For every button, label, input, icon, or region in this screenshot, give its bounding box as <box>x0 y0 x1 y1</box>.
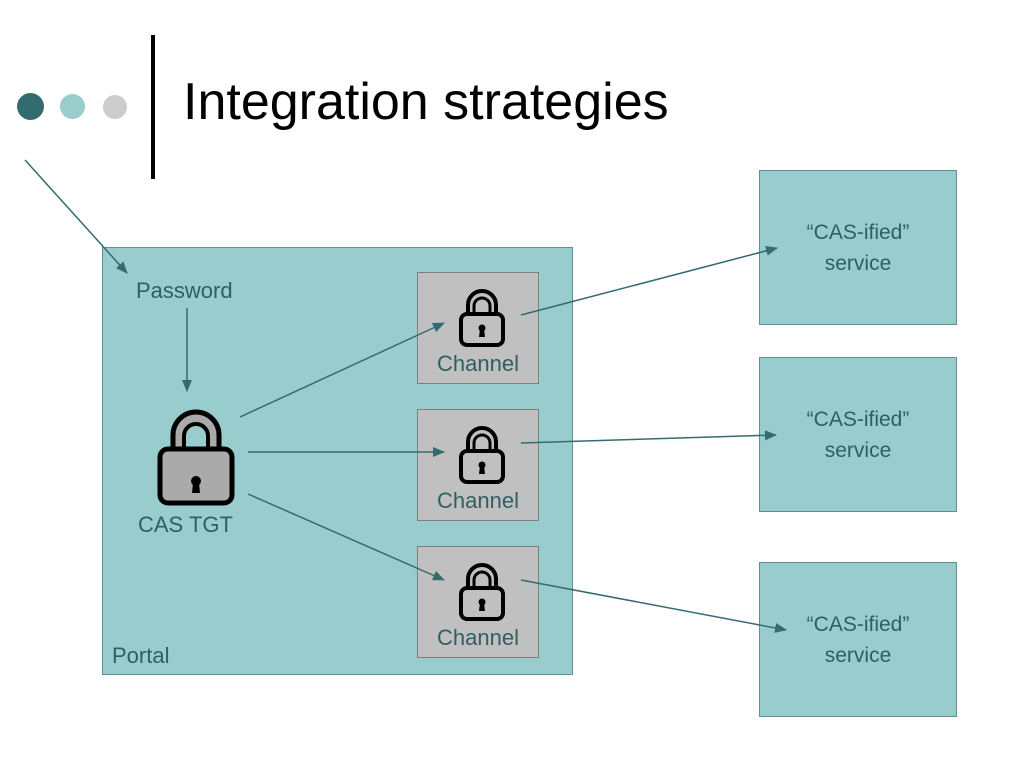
service-label-line1: “CAS-ified” <box>806 407 910 431</box>
channel-label: Channel <box>437 488 519 513</box>
slide-title: Integration strategies <box>183 73 669 131</box>
padlock-icon <box>459 563 505 621</box>
title-divider <box>151 35 155 179</box>
channel-label: Channel <box>437 625 519 650</box>
padlock-icon <box>459 289 505 347</box>
arrow-into-portal <box>24 159 128 274</box>
service-box-2: “CAS-ified” service <box>759 357 957 512</box>
padlock-icon <box>459 426 505 484</box>
padlock-icon <box>157 409 235 506</box>
arrow-channel-1-to-service-1 <box>520 245 778 316</box>
channel-box-2: Channel <box>417 409 539 521</box>
service-label-line2: service <box>824 643 892 667</box>
service-label-line2: service <box>824 251 892 275</box>
password-label: Password <box>136 278 233 303</box>
arrow-channel-2-to-service-2 <box>520 430 777 444</box>
service-box-3: “CAS-ified” service <box>759 562 957 717</box>
channel-box-3: Channel <box>417 546 539 658</box>
arrow-tgt-to-channel-1 <box>239 322 445 418</box>
service-label-line1: “CAS-ified” <box>806 612 910 636</box>
portal-label: Portal <box>112 643 170 668</box>
bullet-dot-gray <box>103 95 127 119</box>
tgt-label: CAS TGT <box>138 512 233 537</box>
channel-label: Channel <box>437 351 519 376</box>
arrow-channel-3-to-service-3 <box>520 579 787 633</box>
bullet-dot-dark <box>17 93 44 120</box>
bullet-dot-teal <box>60 94 85 119</box>
service-label-line2: service <box>824 438 892 462</box>
service-box-1: “CAS-ified” service <box>759 170 957 325</box>
arrow-tgt-to-channel-3 <box>247 493 445 581</box>
service-label-line1: “CAS-ified” <box>806 220 910 244</box>
